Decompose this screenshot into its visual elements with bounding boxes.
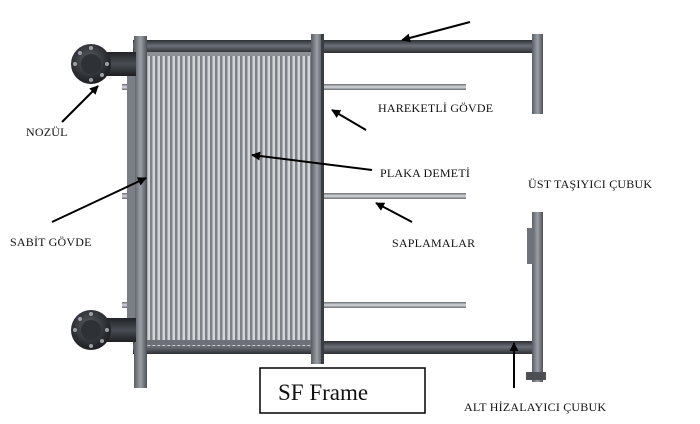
arrow-top-carrier <box>401 21 471 43</box>
label-tie-bolts: SAPLAMALAR <box>392 236 475 250</box>
moving-body-plate <box>311 34 323 364</box>
support-column-foot <box>526 372 546 380</box>
arrow-plate-pack <box>251 151 373 171</box>
support-column-notch <box>527 228 533 264</box>
label-moving-body: HAREKETLİ GÖVDE <box>378 101 493 115</box>
label-plate-pack: PLAKA DEMETİ <box>380 166 470 180</box>
label-fixed-body: SABİT GÖVDE <box>10 235 92 249</box>
callout-labels: NOZÜL HAREKETLİ GÖVDE PLAKA DEMETİ ÜST T… <box>10 101 652 414</box>
plate-pack-top-edge <box>146 52 312 56</box>
plate-pack-bottom-edge <box>146 340 312 345</box>
lower-nozzle <box>71 310 136 350</box>
fixed-body-plate <box>134 36 147 388</box>
moving-body-edge <box>321 34 324 364</box>
label-nozzle: NOZÜL <box>26 125 68 139</box>
callout-arrows <box>51 21 519 388</box>
upper-nozzle <box>71 44 136 84</box>
caption-text: SF Frame <box>278 380 368 405</box>
arrow-fixed-body <box>51 177 147 223</box>
plate-pack <box>146 52 312 346</box>
support-column-upper <box>532 34 543 114</box>
arrow-nozzle <box>61 85 99 123</box>
support-column-lower <box>532 212 543 382</box>
caption-box: SF Frame <box>259 367 426 414</box>
label-bottom-guide: ALT HİZALAYICI ÇUBUK <box>464 400 606 414</box>
fixed-body-back <box>127 70 135 335</box>
arrow-tie-bolts <box>375 202 413 223</box>
arrow-moving-body <box>331 109 367 131</box>
top-carrier-bar <box>133 40 536 53</box>
exchanger-frame <box>71 34 546 388</box>
label-top-carrier: ÜST TAŞIYICI ÇUBUK <box>528 177 652 191</box>
